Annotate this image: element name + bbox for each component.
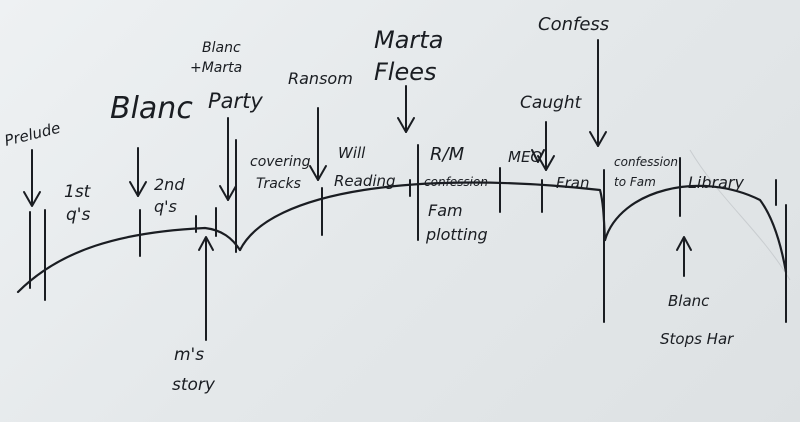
label-conf-fam-line1: confession <box>614 155 678 169</box>
label-1st-qs-line2: q's <box>66 205 90 225</box>
label-marta-flees-line2: Flees <box>374 58 437 86</box>
label-rm-line1: R/M <box>430 144 465 165</box>
arrow-ransom <box>309 107 327 181</box>
arrow-marta-flees <box>397 85 415 133</box>
arrow-meo <box>531 149 545 163</box>
label-rm-line2: confession <box>424 175 488 189</box>
label-blanc-marta-line1: Blanc <box>202 40 241 56</box>
arc-act-one <box>16 226 242 294</box>
label-party: Party <box>208 89 263 113</box>
label-fran: Fran <box>556 174 590 192</box>
arrow-confess <box>589 39 607 147</box>
label-ms-story-line1: m's <box>174 345 204 365</box>
label-library: Library <box>688 173 744 192</box>
label-2nd-qs-line1: 2nd <box>154 175 185 194</box>
paper-crease <box>689 149 791 281</box>
arrow-blanc <box>129 147 147 197</box>
arrow-prelude <box>23 149 41 207</box>
label-ransom: Ransom <box>288 69 353 88</box>
arrow-blanc-stops <box>676 236 692 277</box>
label-fam-plotting-line2: plotting <box>425 225 488 244</box>
label-confess: Confess <box>538 14 609 35</box>
arrow-ms-story <box>198 236 214 341</box>
label-blanc-marta-line2: +Marta <box>190 60 242 76</box>
label-blanc: Blanc <box>110 91 193 126</box>
arrow-party <box>219 117 237 201</box>
label-conf-fam-line2: to Fam <box>614 175 656 189</box>
label-blanc-stops-line1: Blanc <box>668 292 710 310</box>
label-will-line2: Reading <box>334 172 396 190</box>
label-covering-line1: covering <box>250 154 311 170</box>
arc-act-three <box>603 184 788 274</box>
label-ms-story-line2: story <box>172 375 216 395</box>
label-meo: MEO <box>508 148 542 166</box>
label-marta-flees-line1: Marta <box>374 26 443 54</box>
label-1st-qs-line1: 1st <box>64 182 92 202</box>
label-caught: Caught <box>520 93 583 113</box>
label-covering-line2: Tracks <box>256 176 301 192</box>
label-2nd-qs-line2: q's <box>154 197 177 216</box>
label-prelude: Prelude <box>3 119 63 150</box>
label-will-line1: Will <box>338 144 366 162</box>
arc-act-two <box>238 181 607 252</box>
label-blanc-stops-line2: Stops Har <box>660 330 734 348</box>
arrow-caught <box>537 121 555 171</box>
label-fam-plotting-line1: Fam <box>428 201 463 220</box>
